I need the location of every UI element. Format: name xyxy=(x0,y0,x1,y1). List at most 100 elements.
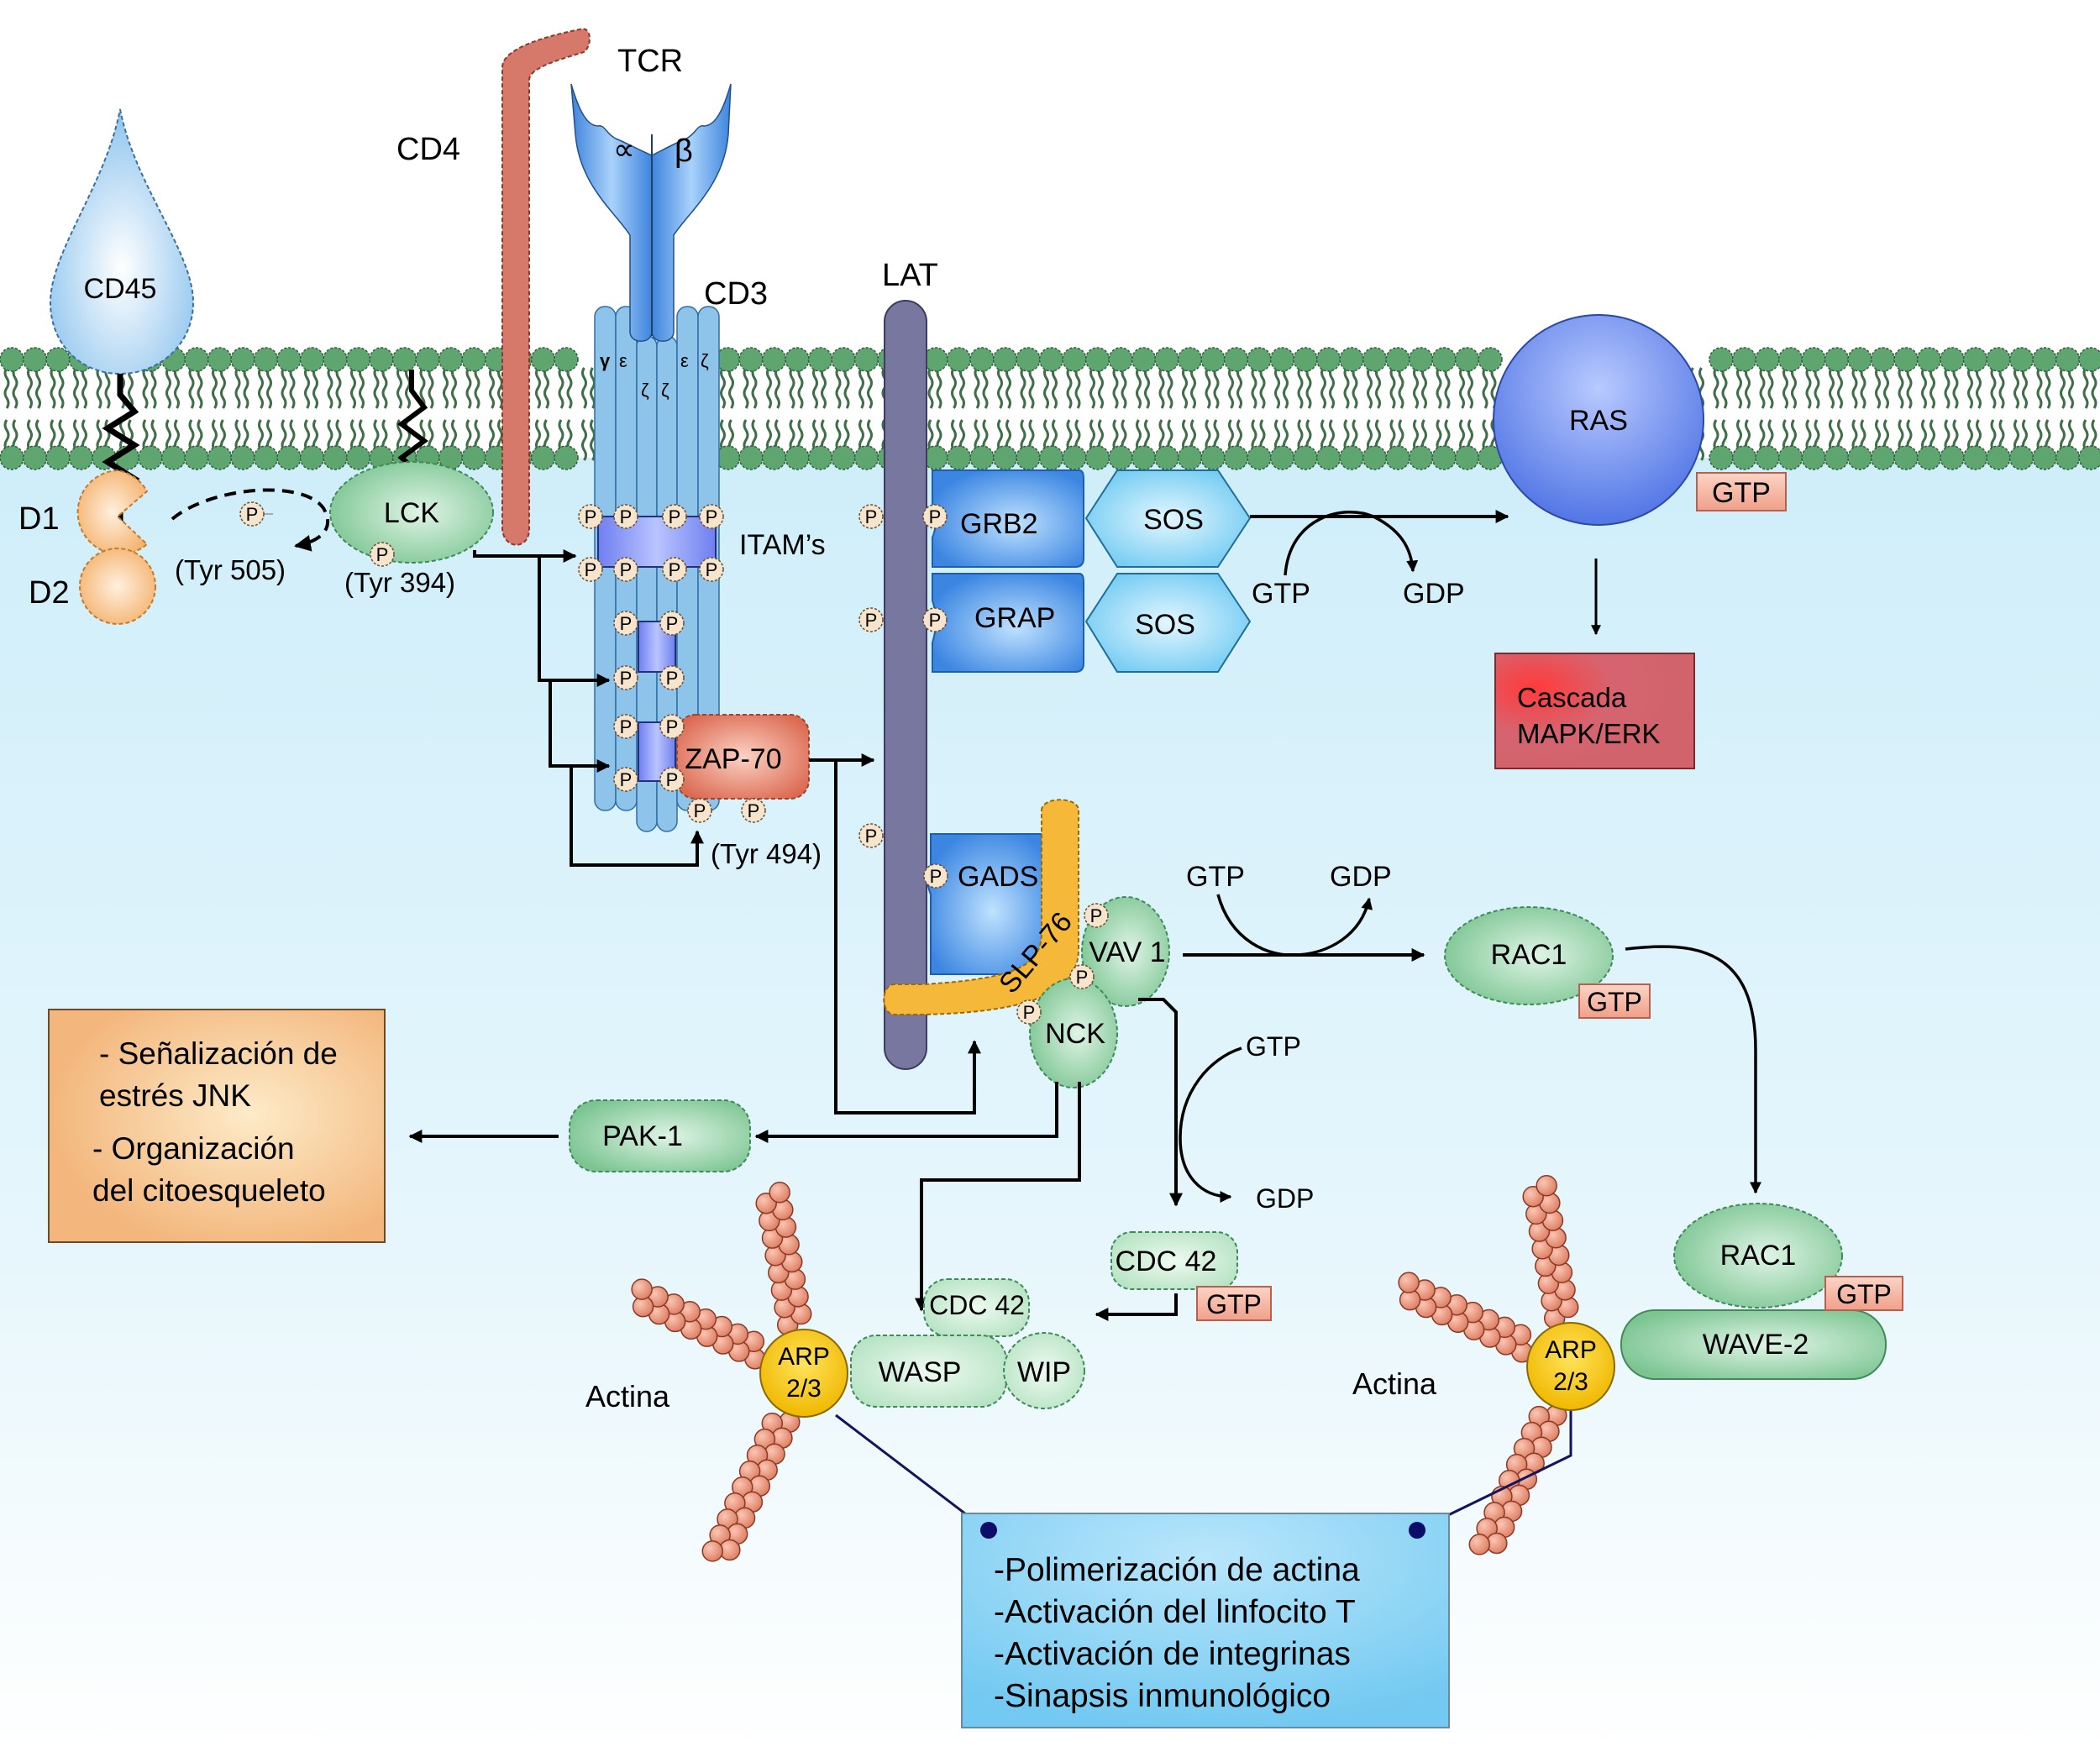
lipid-head xyxy=(1755,445,1780,470)
grap-adaptor[interactable]: GRAP xyxy=(932,573,1084,673)
d2-label: D2 xyxy=(29,575,70,611)
lipid-head xyxy=(1108,445,1133,470)
lipid-head xyxy=(1315,347,1341,372)
svg-text:P: P xyxy=(620,613,633,634)
svg-text:P: P xyxy=(669,506,681,527)
lipid-head xyxy=(207,347,233,372)
lipid-head xyxy=(276,347,302,372)
sos1-label: SOS xyxy=(1143,504,1204,536)
gads-adaptor[interactable]: GADS xyxy=(927,833,1047,975)
lipid-head xyxy=(1223,347,1249,372)
tyr494-label: (Tyr 494) xyxy=(711,838,822,869)
svg-text:P: P xyxy=(706,559,718,580)
lipid-head xyxy=(1408,445,1434,470)
jnk-line-1: - Señalización de xyxy=(99,1036,338,1071)
cd45-receptor[interactable]: CD45 D1 D2 xyxy=(18,108,195,625)
phosphate-badge: P xyxy=(659,665,685,690)
tcr-label: TCR xyxy=(617,44,683,79)
grap-label: GRAP xyxy=(974,602,1055,634)
rac1-bound[interactable]: RAC1 xyxy=(1673,1203,1843,1309)
svg-text:P: P xyxy=(620,668,633,689)
wave2-complex[interactable]: WAVE-2 xyxy=(1620,1309,1887,1380)
lipid-head xyxy=(1062,445,1087,470)
svg-text:GTP: GTP xyxy=(1712,477,1771,509)
phosphate-badge: P xyxy=(923,863,948,889)
lipid-head xyxy=(2008,347,2034,372)
lat-adaptor[interactable] xyxy=(884,300,927,1070)
cd4-coreceptor[interactable] xyxy=(501,28,591,546)
actin-monomer xyxy=(769,1181,790,1204)
phosphate-badge: P xyxy=(922,504,948,529)
lck-kinase[interactable]: LCK xyxy=(329,370,494,564)
jnk-line-4: del citoesqueleto xyxy=(92,1173,326,1208)
cd45-d1-domain[interactable] xyxy=(76,469,149,555)
svg-text:P: P xyxy=(1023,1002,1036,1023)
lck-label: LCK xyxy=(384,497,439,529)
lipid-head xyxy=(45,347,71,372)
nck-adaptor[interactable]: NCK xyxy=(1029,978,1118,1088)
cd45-d2-domain[interactable] xyxy=(79,548,156,625)
lipid-head xyxy=(1893,445,1919,470)
svg-text:P: P xyxy=(620,559,633,580)
phosphate-badge: P xyxy=(370,542,395,567)
actin-label-left: Actina xyxy=(585,1379,670,1413)
sos-grap[interactable]: SOS xyxy=(1084,573,1252,673)
grb2-adaptor[interactable]: GRB2 xyxy=(932,469,1084,568)
lipid-head xyxy=(461,347,486,372)
lipid-head xyxy=(761,347,787,372)
phosphate-badge: P xyxy=(659,714,685,739)
lipid-head xyxy=(1016,445,1041,470)
lipid-head xyxy=(2008,445,2034,470)
svg-text:P: P xyxy=(669,559,681,580)
actin-monomer xyxy=(631,1278,653,1300)
actin-monomer xyxy=(701,1540,724,1562)
lipid-head xyxy=(1731,445,1757,470)
phosphate-badge: P xyxy=(662,504,687,529)
pak1-kinase[interactable]: PAK-1 xyxy=(569,1099,751,1172)
arp23-right[interactable]: ARP 2/3 xyxy=(1526,1322,1615,1411)
svg-text:P: P xyxy=(865,826,878,847)
vav1-label: VAV 1 xyxy=(1089,936,1165,968)
tcr-receptor[interactable]: ∝ β xyxy=(570,83,732,342)
lipid-head xyxy=(738,445,764,470)
jnk-outcomes-box: - Señalización de estrés JNK - Organizac… xyxy=(48,1009,386,1243)
lipid-head xyxy=(45,445,71,470)
mapk-line-1: Cascada xyxy=(1517,682,1627,713)
zap70-kinase[interactable]: ZAP-70 xyxy=(676,714,810,800)
lipid-head xyxy=(1755,347,1780,372)
lipid-head xyxy=(1408,347,1434,372)
cdc42-gtpase[interactable]: CDC 42 xyxy=(1110,1231,1238,1290)
svg-text:P: P xyxy=(706,506,718,527)
lipid-head xyxy=(1108,347,1133,372)
lipid-head xyxy=(807,347,833,372)
grb2-label: GRB2 xyxy=(960,508,1038,540)
slp76-adaptor[interactable] xyxy=(883,799,1079,1015)
chain-epsilon-1: ε xyxy=(619,350,627,371)
rac1-gtpase[interactable]: RAC1 xyxy=(1444,906,1614,1005)
lipid-head xyxy=(554,347,579,372)
ras-gtpase[interactable]: RAS xyxy=(1493,314,1704,526)
lipid-head xyxy=(1038,347,1064,372)
sos-grb2[interactable]: SOS xyxy=(1084,469,1252,568)
lipid-head xyxy=(68,445,94,470)
membrane-heads-inner xyxy=(0,445,2100,470)
lipid-head xyxy=(946,347,972,372)
chain-zeta-3: ζ xyxy=(701,350,709,371)
chain-zeta-2: ζ xyxy=(661,380,669,401)
lipid-head xyxy=(530,445,556,470)
lipid-head xyxy=(1801,445,1826,470)
arp23-left[interactable]: ARP 2/3 xyxy=(759,1329,848,1418)
svg-text:2/3: 2/3 xyxy=(1553,1368,1588,1396)
lipid-head xyxy=(323,347,348,372)
lipid-head xyxy=(1269,347,1295,372)
lipid-head xyxy=(946,445,972,470)
rac1b-gtp-tag: GTP xyxy=(1824,1276,1903,1311)
lipid-head xyxy=(2078,347,2100,372)
lipid-head xyxy=(2032,347,2057,372)
lipid-head xyxy=(1777,347,1803,372)
cdc42-label: CDC 42 xyxy=(1116,1246,1217,1277)
phosphate-badge: P xyxy=(613,557,638,582)
wasp-complex[interactable]: CDC 42 WASP WIP xyxy=(850,1278,1085,1409)
vav-gdp: GDP xyxy=(1330,861,1392,893)
svg-text:P: P xyxy=(929,506,942,527)
